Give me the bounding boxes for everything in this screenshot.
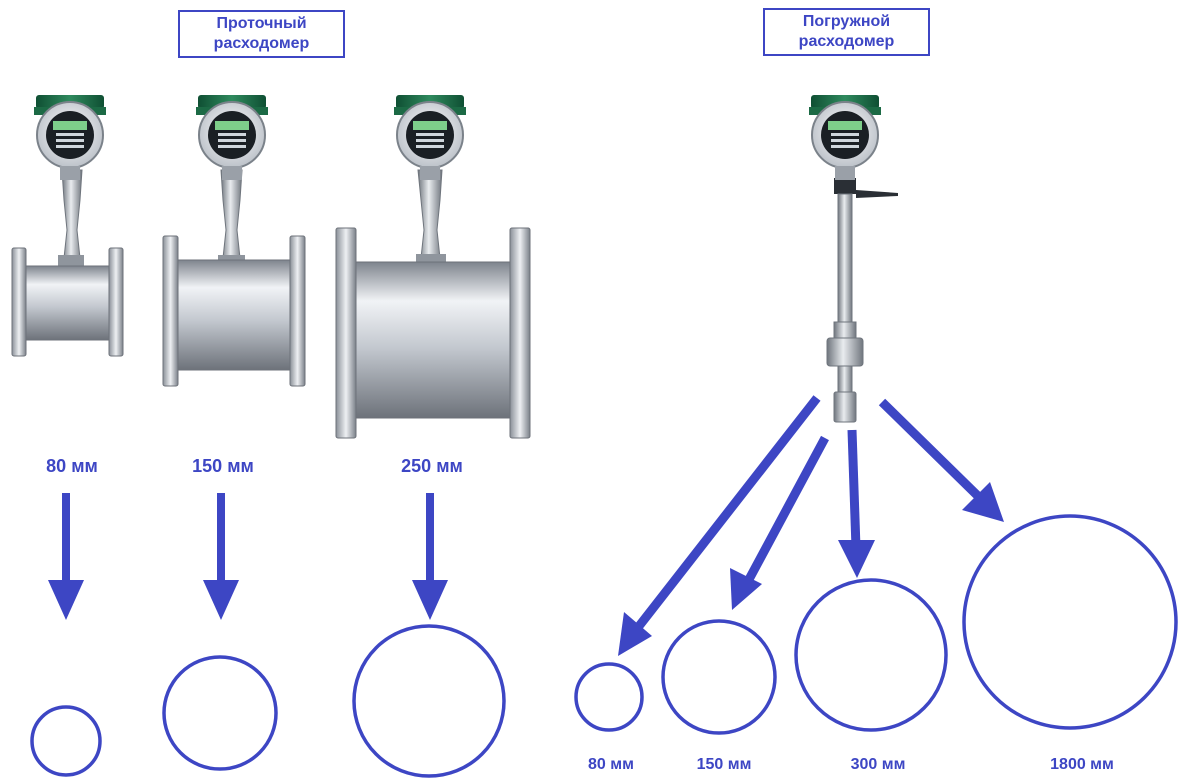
flow-meter-250 (335, 94, 531, 439)
flow-title-line1: Проточный (216, 15, 307, 32)
flow-meter-150 (162, 94, 306, 387)
insertion-meter (808, 94, 898, 423)
insertion-title-line1: Погружной (802, 13, 891, 30)
insertion-arrows (618, 395, 1004, 656)
insertion-size-label-150: 150 мм (696, 756, 752, 773)
flow-meter-80 (11, 94, 124, 357)
flow-meter-title: Проточный расходомер (178, 10, 345, 58)
flow-size-label-80: 80 мм (46, 456, 98, 476)
flow-size-label-250: 250 мм (401, 456, 463, 476)
insertion-title-line2: расходомер (798, 33, 895, 50)
pipe-circles (30, 514, 1178, 778)
insertion-meter-title: Погружной расходомер (763, 8, 930, 56)
flow-title-line2: расходомер (213, 35, 310, 52)
insertion-size-label-1800: 1800 мм (1050, 756, 1114, 773)
flow-arrows (48, 493, 448, 620)
insertion-size-label-80: 80 мм (588, 756, 634, 773)
insertion-size-label-300: 300 мм (850, 756, 906, 773)
flow-size-label-150: 150 мм (192, 456, 254, 476)
